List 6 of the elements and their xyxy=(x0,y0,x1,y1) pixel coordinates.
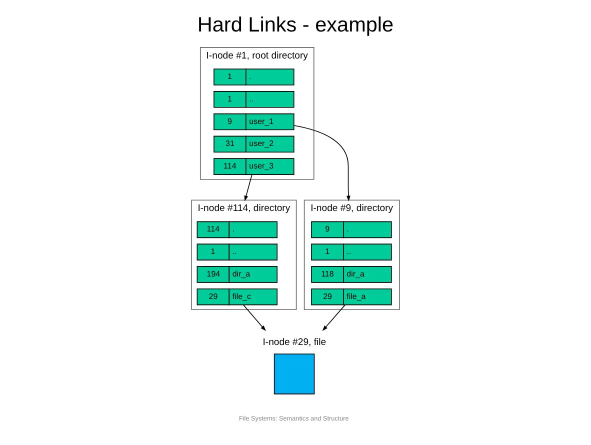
arrow xyxy=(243,304,266,332)
arrow xyxy=(294,125,350,202)
arrow xyxy=(322,304,346,332)
node-label: I-node #29, file xyxy=(262,336,326,348)
diagram-title: Hard Links - example xyxy=(197,13,394,36)
arrow xyxy=(244,174,252,202)
